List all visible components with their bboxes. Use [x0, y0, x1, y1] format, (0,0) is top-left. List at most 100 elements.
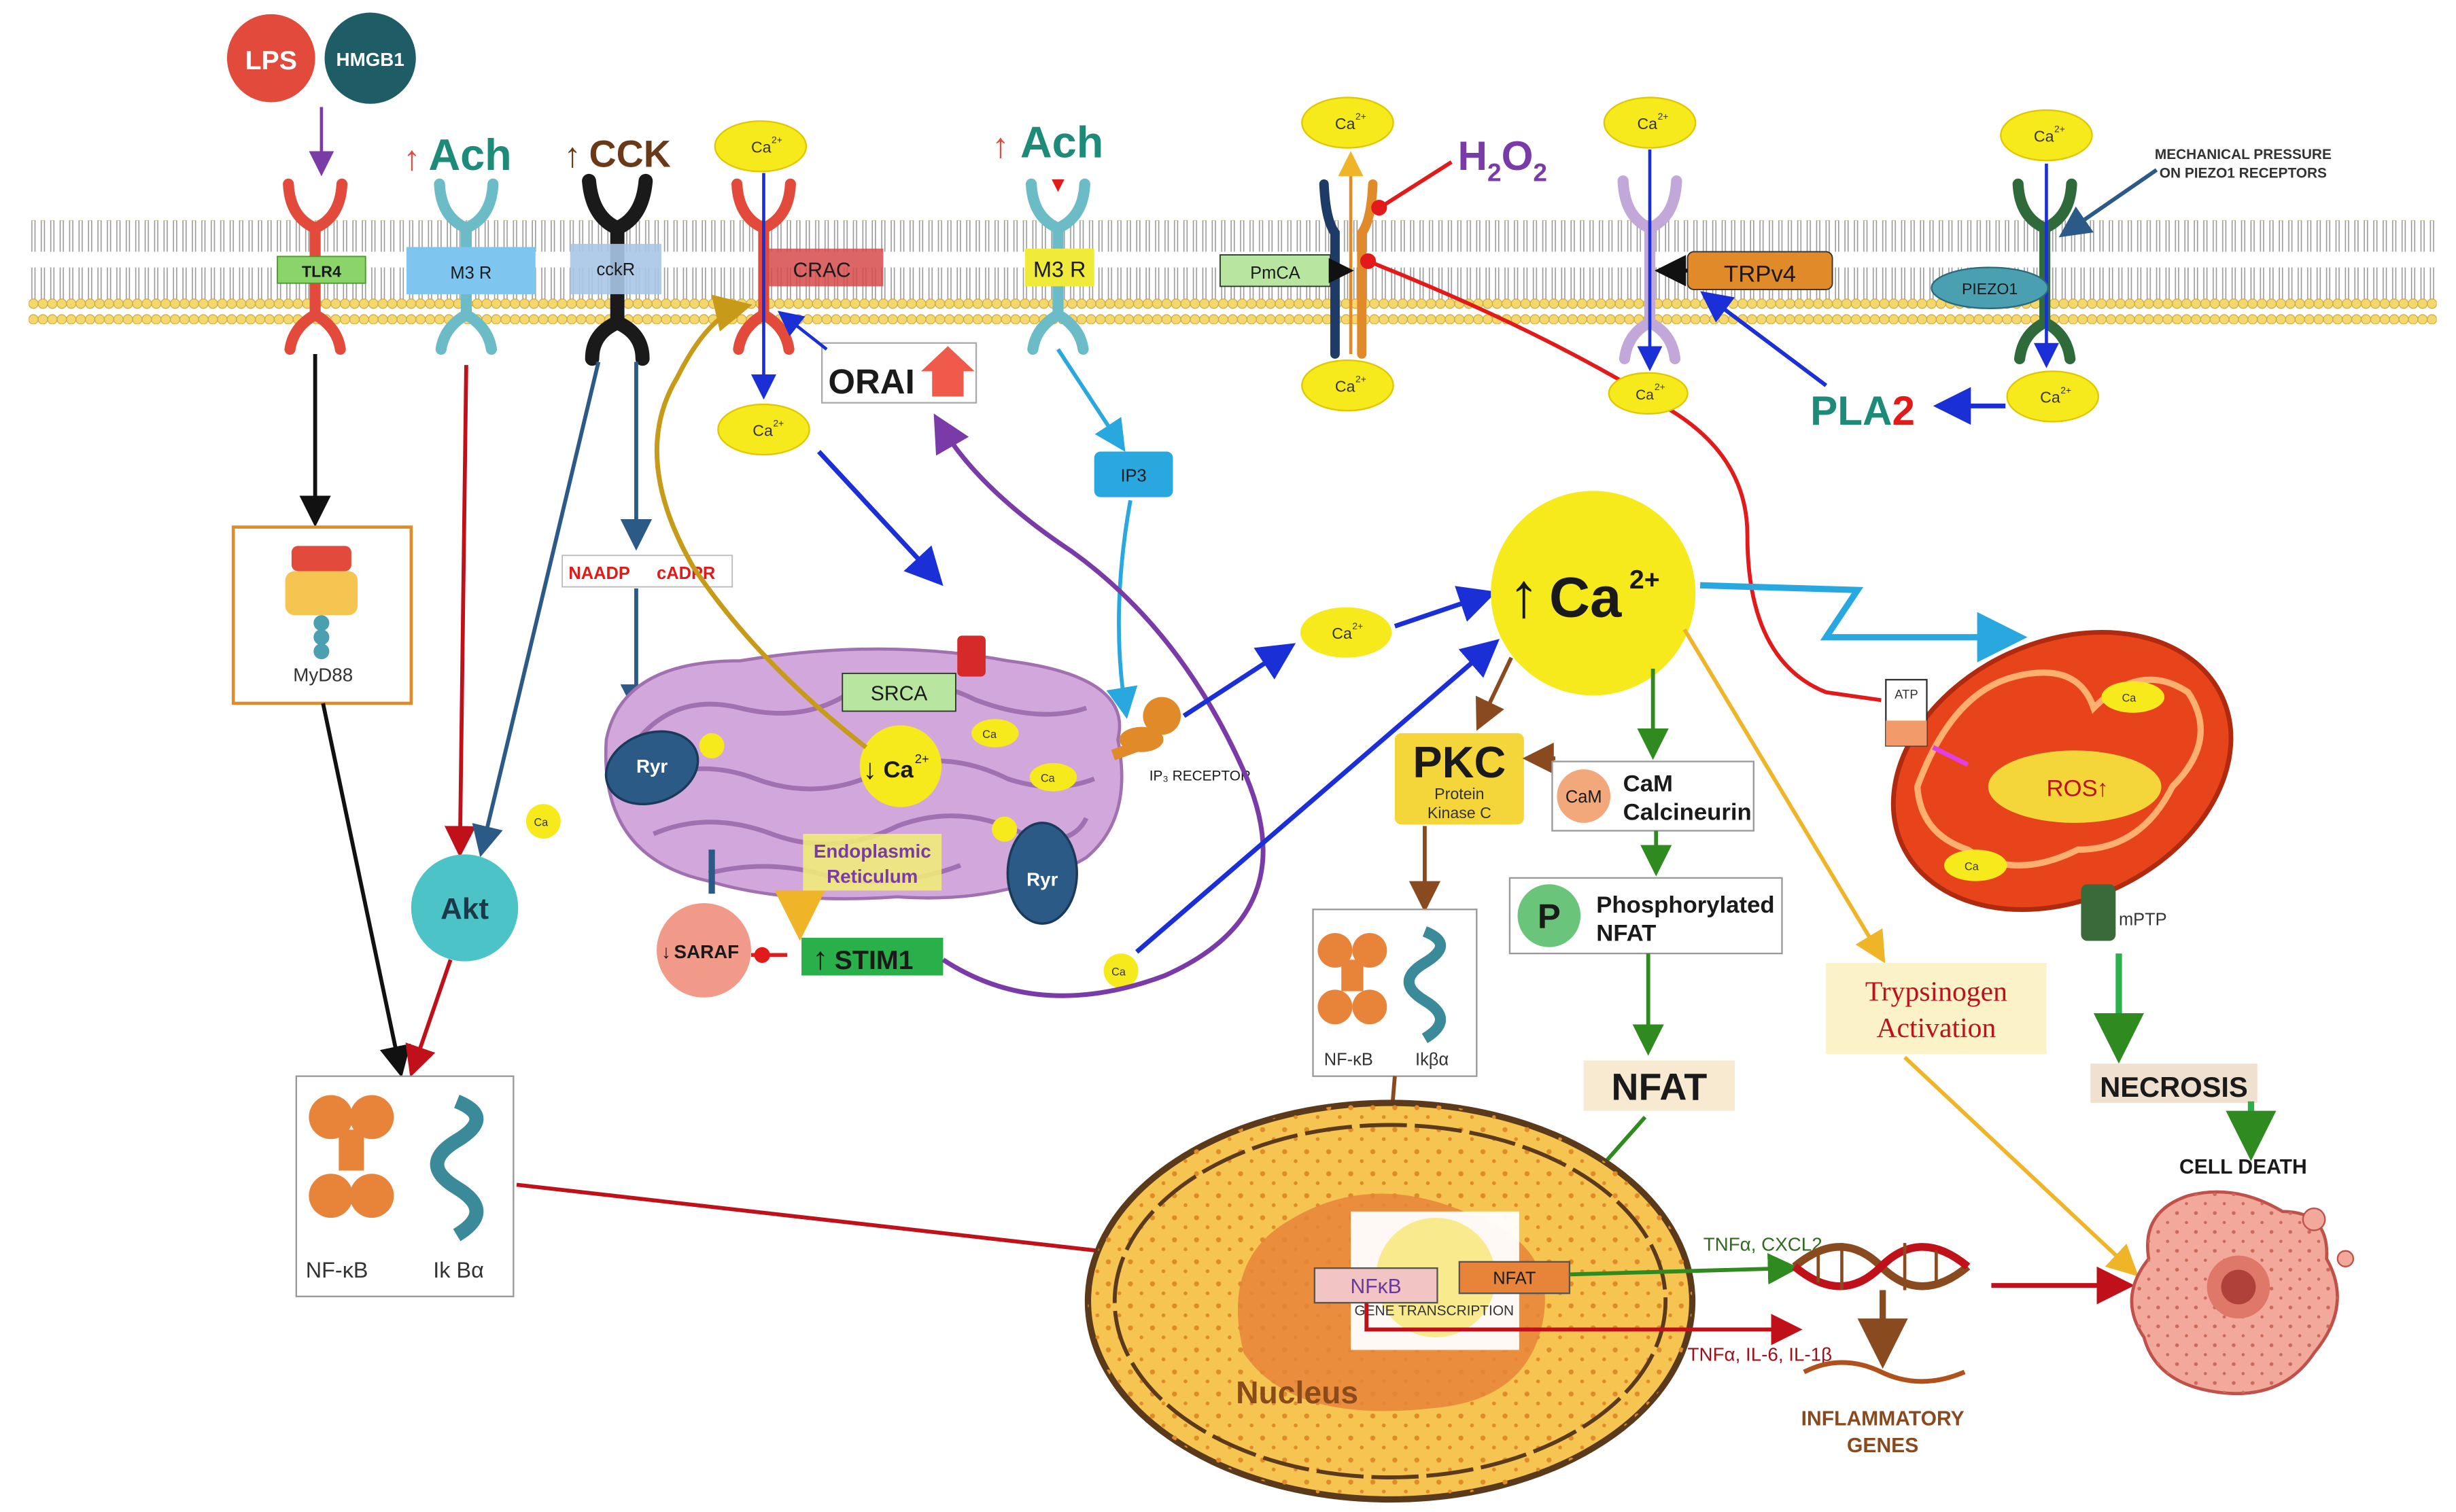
- cckr-to-akt-arrow: [472, 361, 601, 858]
- inflammatory-label-2: GENES: [1847, 1435, 1918, 1457]
- myd88-to-nfkb-arrow: [321, 703, 411, 1078]
- svg-text:Activation: Activation: [1876, 1013, 1996, 1044]
- crac-ca-to-er-arrow: [816, 450, 944, 586]
- mptp-pore: mPTP: [2081, 884, 2167, 941]
- svg-text:Akt: Akt: [440, 892, 489, 926]
- svg-text:↓: ↓: [863, 753, 877, 785]
- tlr4-label: TLR4: [302, 262, 341, 280]
- nfkb-gene-box: NFκB: [1313, 1267, 1438, 1304]
- stim1-box: ↑ STIM1: [801, 937, 944, 976]
- svg-text:cADPR: cADPR: [657, 564, 715, 583]
- srca-pump: [957, 635, 986, 677]
- necrosis-label: NECROSIS: [2090, 1063, 2258, 1104]
- svg-text:Protein: Protein: [1434, 785, 1484, 803]
- svg-text:NAADP: NAADP: [568, 564, 630, 583]
- svg-text:NFAT: NFAT: [1493, 1269, 1536, 1288]
- trypsinogen-box: Trypsinogen Activation: [1826, 962, 2047, 1055]
- svg-text:↑: ↑: [2097, 776, 2109, 802]
- tnfa-cxcl2-label: TNFα, CXCL2: [1703, 1234, 1822, 1255]
- svg-text:2+: 2+: [2060, 385, 2071, 395]
- myd88-box: MyD88: [231, 525, 413, 705]
- svg-text:Ca: Ca: [883, 757, 914, 783]
- er-label: Endoplasmic Reticulum: [803, 834, 942, 891]
- svg-text:↑: ↑: [403, 139, 420, 177]
- svg-text:↑: ↑: [992, 126, 1009, 165]
- mechanical-arrow: [2058, 168, 2158, 238]
- piezo1-badge: [1931, 266, 2049, 309]
- m3r-right-box: [1024, 248, 1094, 287]
- trpv4-ca-top: Ca 2+: [1603, 96, 1697, 149]
- orai-to-crac-arrow: [777, 311, 828, 351]
- lps-badge: LPS: [226, 14, 315, 103]
- crac-box: [767, 248, 884, 287]
- cell-death-label: CELL DEATH: [2179, 1156, 2307, 1178]
- svg-text:SARAF: SARAF: [674, 941, 740, 962]
- svg-text:Ca: Ca: [753, 421, 773, 439]
- pmca-box: [1219, 254, 1331, 287]
- svg-text:CaM: CaM: [1566, 788, 1602, 807]
- svg-text:Reticulum: Reticulum: [827, 866, 918, 887]
- svg-text:2+: 2+: [773, 417, 784, 428]
- er-small-ca-2: Ca: [1029, 762, 1077, 792]
- h2o2-inhibit-line: [1381, 160, 1453, 208]
- tnfa-il-label: TNFα, IL-6, IL-1β: [1688, 1344, 1833, 1365]
- cckr-box: [570, 243, 661, 294]
- ros-badge: ROS ↑: [1988, 750, 2162, 823]
- crac-label: CRAC: [793, 259, 851, 281]
- svg-text:PKC: PKC: [1413, 737, 1506, 787]
- er-small-ca-1: Ca: [971, 719, 1019, 748]
- m3r-to-akt-arrow: [444, 365, 477, 858]
- svg-text:P: P: [1538, 897, 1561, 936]
- svg-text:H2O2: H2O2: [1458, 133, 1548, 186]
- svg-text:↑: ↑: [1508, 560, 1540, 631]
- svg-text:NF-κB: NF-κB: [306, 1258, 368, 1282]
- svg-text:2+: 2+: [915, 752, 929, 766]
- svg-text:STIM1: STIM1: [835, 945, 914, 975]
- nfkb-to-dna-arrow: [1364, 1303, 1803, 1346]
- svg-text:Ca: Ca: [1335, 378, 1355, 395]
- svg-text:2+: 2+: [2054, 123, 2065, 134]
- svg-text:Ca: Ca: [982, 728, 997, 741]
- m3r-to-ip3-arrow: [1056, 348, 1126, 452]
- ach-right-ligand: ↑ Ach: [992, 118, 1103, 192]
- svg-text:2+: 2+: [1352, 620, 1363, 631]
- svg-text:2+: 2+: [1355, 374, 1366, 385]
- svg-text:2+: 2+: [1655, 381, 1665, 392]
- svg-text:Ca: Ca: [1041, 773, 1055, 785]
- nfat-to-dna-arrow: [1569, 1252, 1799, 1285]
- atp-to-mito-arrow: [1932, 745, 1969, 767]
- svg-text:ROS: ROS: [2046, 776, 2097, 802]
- akt-to-nfkb-arrow: [405, 959, 453, 1078]
- svg-text:Endoplasmic: Endoplasmic: [814, 841, 931, 862]
- nfat-gene-box: NFAT: [1458, 1261, 1571, 1295]
- ryr-right-release-ca: Ca: [1103, 953, 1139, 989]
- svg-text:Ca: Ca: [1636, 387, 1654, 403]
- saraf-inhibit-end: [754, 947, 770, 963]
- svg-text:NFAT: NFAT: [1611, 1066, 1707, 1108]
- cckr-label: cckR: [597, 260, 636, 279]
- svg-text:Ca: Ca: [751, 139, 772, 156]
- pmca-ca-top: Ca 2+: [1301, 96, 1394, 149]
- srca-box: SRCA: [842, 673, 956, 712]
- nucleus-label: Nucleus: [1236, 1375, 1358, 1410]
- ip3-to-receptor-arrow: [1106, 499, 1138, 719]
- hmgb1-label: HMGB1: [336, 49, 404, 70]
- svg-text:Ikβα: Ikβα: [1415, 1050, 1449, 1069]
- ryr-left-channel: Ryr: [604, 730, 725, 806]
- ryr-ca-to-big-ca-arrow: [1135, 639, 1500, 954]
- cck-ligand: ↑ CCK: [564, 133, 670, 175]
- cam-box: CaM CaM Calcineurin: [1551, 760, 1754, 832]
- dying-cell: [2130, 1190, 2355, 1395]
- inflammatory-wave: [1803, 1360, 1966, 1384]
- svg-text:Ca: Ca: [1111, 966, 1126, 978]
- stim1-to-orai-curve: [933, 413, 1266, 998]
- svg-text:ORAI: ORAI: [828, 362, 914, 401]
- m3r-right-label: M3 R: [1033, 257, 1086, 281]
- pkc-box: PKC Protein Kinase C: [1394, 733, 1524, 825]
- svg-text:ATP: ATP: [1895, 687, 1918, 701]
- svg-text:↓: ↓: [661, 941, 671, 962]
- ip3-box: IP3: [1094, 451, 1173, 497]
- ca-to-pkc-arrow: [1475, 656, 1513, 731]
